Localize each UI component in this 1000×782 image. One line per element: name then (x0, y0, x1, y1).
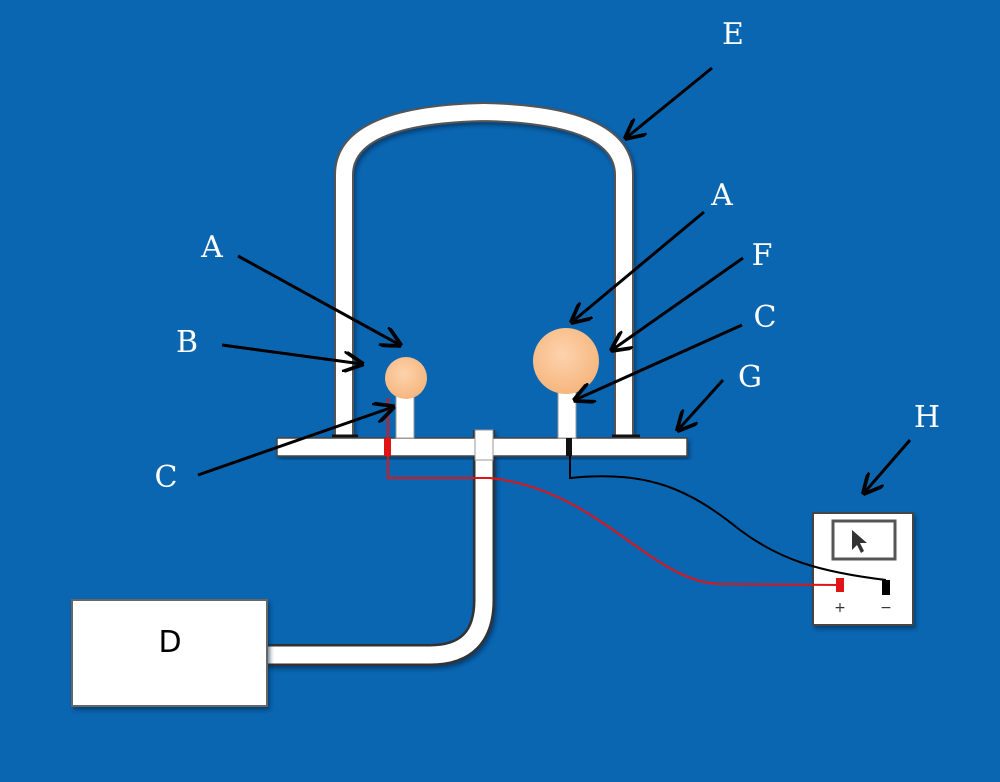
label-E: E (722, 17, 744, 52)
negative-label: − (880, 600, 892, 616)
arrow-H (864, 439, 912, 493)
electrode-ball-small (385, 357, 427, 399)
label-C-right: C (754, 300, 777, 335)
arrow-F (612, 256, 744, 350)
arrow-B (221, 343, 362, 364)
negative-terminal (882, 580, 890, 595)
meter: + − (812, 512, 914, 626)
label-G: G (738, 360, 762, 395)
electrode-ball-large (533, 328, 599, 394)
vacuum-pump-box (71, 599, 268, 707)
vacuum-tube (265, 430, 495, 666)
label-A-right: A (710, 178, 733, 213)
arrow-A-left (237, 254, 400, 345)
label-C-left: C (155, 460, 178, 495)
label-D: D (158, 625, 181, 660)
arrow-E (626, 66, 713, 138)
arrow-C-left (197, 407, 393, 477)
label-A-left: A (200, 230, 223, 265)
pointer-arrows (197, 66, 912, 493)
arrow-G (678, 378, 725, 430)
negative-wire (569, 440, 887, 581)
positive-terminal (836, 578, 844, 592)
arrow-C-right (575, 323, 743, 400)
label-B: B (176, 325, 198, 360)
cursor-arrow-icon (852, 530, 867, 553)
positive-wire (387, 398, 839, 586)
arrow-A-right (572, 210, 705, 322)
label-F: F (752, 238, 773, 273)
label-H: H (914, 400, 940, 435)
positive-label: + (834, 600, 846, 616)
